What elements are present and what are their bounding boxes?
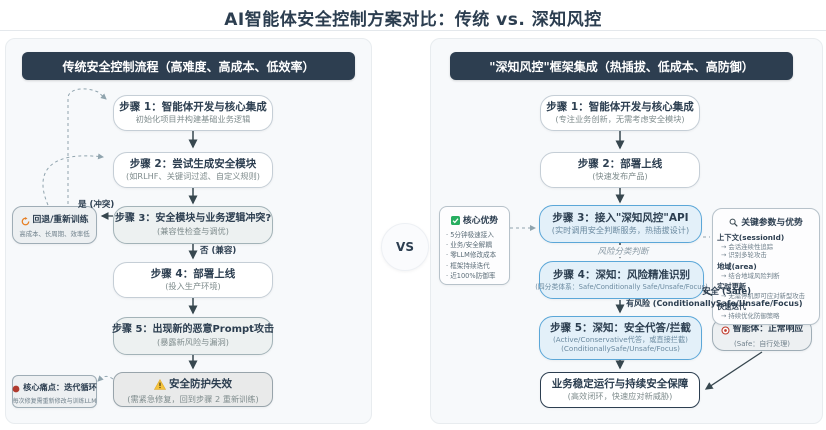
rollback-subtitle: 高成本、长周期、效率低 [19, 230, 90, 239]
step-subtitle: (Active/Conservative代答，或直接拦截) [552, 335, 688, 345]
final-subtitle: (高效闭环，快速应对新威胁) [567, 391, 673, 402]
advantages-title: 核心优势 [462, 216, 499, 226]
step-title: 步骤 2：部署上线 [577, 158, 663, 171]
failure-subtitle: (需紧急修复，回到步骤 2 重新训练) [127, 393, 259, 404]
left-failure-box: 安全防护失效 (需紧急修复，回到步骤 2 重新训练) [113, 372, 273, 407]
safe-branch-label: 安全 (Safe) [702, 287, 752, 297]
step-title: 步骤 1：智能体开发与核心集成 [119, 101, 267, 114]
magnifier-icon [729, 212, 738, 231]
step-subtitle: (实时调用安全判断服务，热插拔设计) [551, 225, 690, 236]
key-param-header: 实时更新 [717, 281, 747, 291]
vs-badge: VS [381, 223, 429, 271]
key-param-header: 地域(area) [717, 261, 757, 271]
agent-title: 智能体：正常响应 [732, 324, 804, 335]
step-subtitle: (投入生产环境) [165, 281, 221, 292]
traditional-header: 传统安全控制流程（高难度、高成本、低效率） [22, 52, 355, 80]
right-step-3-api: 步骤 3：接入"深知风控"API (实时调用安全判断服务，热插拔设计) [539, 205, 702, 243]
advantage-item: 近100%防御率 [444, 271, 505, 281]
key-param-line: → 无需停机即可应对新型攻击 [721, 291, 806, 300]
title-divider [0, 30, 826, 31]
red-dot-icon [12, 378, 20, 397]
advantage-item: 框架持续迭代 [444, 261, 505, 271]
conflict-yes-label: 是 (冲突) [78, 200, 115, 210]
right-step-1: 步骤 1：智能体开发与核心集成 (专注业务创新，无需考虑安全模块) [540, 95, 700, 131]
risky-branch-label: 有风险 (ConditionallySafe/Unsafe/Focus) [626, 299, 803, 308]
shenzhi-header: "深知风控"框架集成（热插拔、低成本、高防御） [450, 52, 793, 80]
key-params-title: 关键参数与优势 [741, 218, 803, 228]
step-subtitle: (暴露新风险与漏洞) [157, 336, 229, 347]
step-title: 步骤 4：部署上线 [150, 268, 236, 281]
right-step-4-identify: 步骤 4：深知：风险精准识别 (四分类体系：Safe/Conditionally… [535, 261, 708, 299]
failure-title: 安全防护失效 [169, 377, 232, 390]
page-title: AI智能体安全控制方案对比：传统 vs. 深知风控 [224, 10, 602, 30]
final-outcome-box: 业务稳定运行与持续安全保障 (高效闭环，快速应对新威胁) [540, 372, 700, 408]
step-title: 步骤 5：出现新的恶意Prompt攻击 [112, 324, 274, 336]
pain-title: 核心痛点：迭代循环 [23, 382, 97, 393]
step-title: 步骤 4：深知：风险精准识别 [553, 268, 690, 281]
step-subtitle: (专注业务创新，无需考虑安全模块) [555, 114, 685, 125]
step-subtitle: (兼容性检查与调优) [157, 225, 229, 236]
step-title: 步骤 5：深知：安全代答/拦截 [550, 322, 691, 335]
step-title: 步骤 1：智能体开发与核心集成 [546, 101, 694, 114]
rollback-icon [21, 211, 30, 230]
step-title: 步骤 2：尝试生成安全模块 [129, 158, 257, 171]
step-subtitle: (快速发布产品) [592, 171, 648, 182]
key-param-line: → 持续优化防御策略 [721, 312, 780, 321]
key-param-line: → 识别多轮攻击 [721, 251, 767, 260]
advantage-item: 零LLM修改成本 [444, 250, 505, 260]
step-title: 步骤 3：安全模块与业务逻辑冲突? [114, 213, 272, 225]
pain-point-box: 核心痛点：迭代循环 每次修复需重新修改与训练LLM [12, 375, 97, 408]
left-step-4: 步骤 4：部署上线 (投入生产环境) [113, 262, 273, 298]
advantage-item: 业务/安全解耦 [444, 240, 505, 250]
key-param-header: 上下文(sessionId) [717, 233, 785, 242]
pain-subtitle: 每次修复需重新修改与训练LLM [12, 397, 97, 405]
right-step-2: 步骤 2：部署上线 (快速发布产品) [540, 152, 700, 188]
step-subtitle: 初始化项目并构建基础业务逻辑 [135, 114, 251, 125]
key-param-header: 快速迭代 [717, 302, 747, 312]
warning-icon [153, 375, 167, 394]
core-advantages-box: 核心优势 5分钟极速接入 业务/安全解耦 零LLM修改成本 框架持续迭代 近10… [439, 206, 510, 286]
step-subtitle: (如RLHF、关键词过滤、自定义规则) [126, 171, 260, 182]
step-subtitle: (四分类体系：Safe/Conditionally Safe/Unsafe/Fo… [535, 282, 708, 291]
risk-classification-label: 风险分类判断 [578, 245, 668, 257]
agent-subtitle: (Safe：自行处理) [734, 340, 790, 349]
target-icon [721, 320, 730, 339]
rollback-title: 回退/重新训练 [32, 215, 89, 226]
rollback-box: 回退/重新训练 高成本、长周期、效率低 [12, 206, 97, 244]
compatible-no-label: 否 (兼容) [200, 246, 237, 256]
left-step-5: 步骤 5：出现新的恶意Prompt攻击 (暴露新风险与漏洞) [112, 317, 274, 355]
key-param-line: → 结合地域风险判断 [721, 271, 780, 280]
advantage-item: 5分钟极速接入 [444, 230, 505, 240]
key-param-line: → 会话连续性追踪 [721, 243, 774, 251]
key-params-box: 关键参数与优势 上下文(sessionId) → 会话连续性追踪 → 识别多轮攻… [712, 208, 820, 325]
step-title: 步骤 3：接入"深知风控"API [552, 212, 689, 225]
final-title: 业务稳定运行与持续安全保障 [551, 378, 689, 391]
right-step-5-intercept: 步骤 5：深知：安全代答/拦截 (Active/Conservative代答，或… [539, 316, 702, 360]
left-step-2: 步骤 2：尝试生成安全模块 (如RLHF、关键词过滤、自定义规则) [113, 152, 273, 188]
check-icon [450, 210, 460, 229]
step-subtitle-2: (ConditionallySafe/Unsafe/Focus) [561, 344, 680, 354]
left-step-3-decision: 步骤 3：安全模块与业务逻辑冲突? (兼容性检查与调优) [113, 206, 273, 244]
left-step-1: 步骤 1：智能体开发与核心集成 初始化项目并构建基础业务逻辑 [113, 95, 273, 131]
